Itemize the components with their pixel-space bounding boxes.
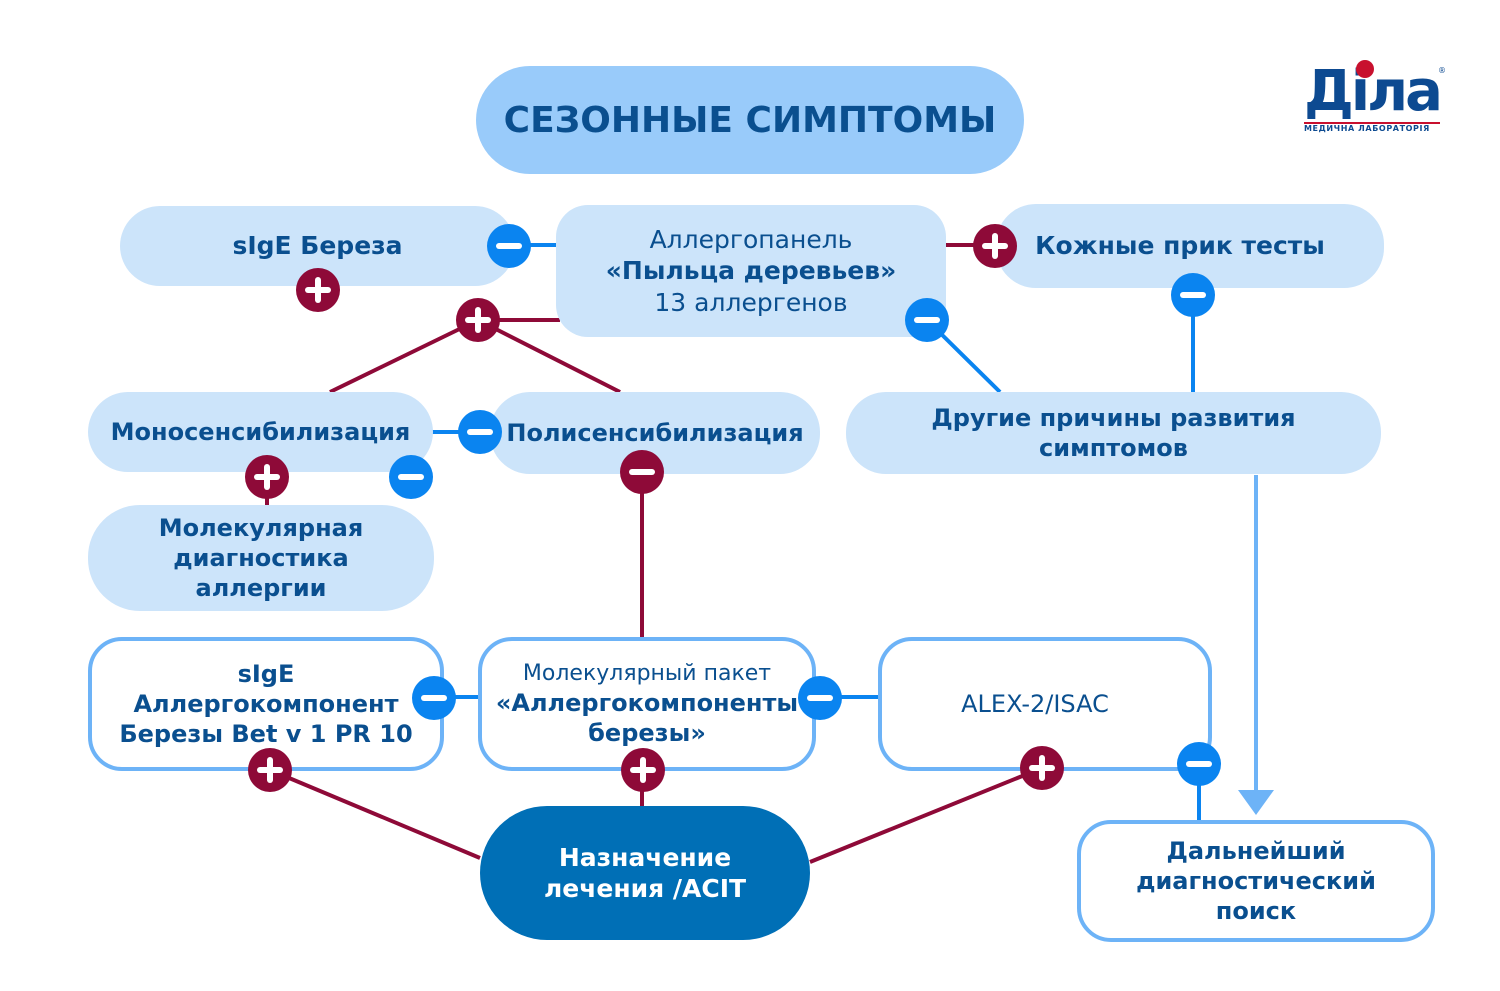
logo-subtitle: МЕДИЧНА ЛАБОРАТОРІЯ xyxy=(1304,124,1430,133)
node-further-search-line3: поиск xyxy=(1215,897,1297,925)
brand-logo: Діла ® МЕДИЧНА ЛАБОРАТОРІЯ xyxy=(1300,58,1446,138)
arrow-head-icon xyxy=(1238,790,1274,815)
node-molecular-diagnostics-line3: аллергии xyxy=(195,574,327,602)
minus-icon xyxy=(620,450,664,494)
node-skin-prick-tests-label: Кожные прик тесты xyxy=(1035,231,1325,261)
connector-split-to-mono xyxy=(329,318,479,394)
minus-icon xyxy=(1177,742,1221,786)
plus-icon xyxy=(245,455,289,499)
minus-icon xyxy=(798,676,842,720)
node-molecular-package-line3: березы» xyxy=(588,718,706,747)
connector-split-to-poly xyxy=(477,318,621,394)
diagram-title-text: СЕЗОННЫЕ СИМПТОМЫ xyxy=(503,99,997,141)
logo-divider xyxy=(1304,122,1440,124)
node-molecular-diagnostics: Молекулярная диагностика аллергии xyxy=(88,505,434,611)
minus-icon xyxy=(487,224,531,268)
node-monosensitization-label: Моносенсибилизация xyxy=(110,418,411,446)
logo-registered-mark: ® xyxy=(1438,66,1446,75)
connector-alex-to-treatment xyxy=(809,766,1043,864)
plus-icon xyxy=(973,224,1017,268)
node-sige-birch-label: sIgE Береза xyxy=(232,231,403,261)
node-polysensitization-label: Полисенсибилизация xyxy=(506,419,804,447)
node-sige-component-line3: Березы Bet v 1 PR 10 xyxy=(119,720,413,748)
plus-icon xyxy=(296,268,340,312)
node-allergopanel-line3: 13 аллергенов xyxy=(654,287,848,317)
connector-component-to-treatment xyxy=(269,768,481,860)
node-molecular-diagnostics-line2: диагностика xyxy=(173,544,349,572)
minus-icon xyxy=(458,410,502,454)
node-alex-isac-label: ALEX-2/ISAC xyxy=(961,690,1109,718)
node-sige-component-line2: Аллергокомпонент xyxy=(133,690,399,718)
node-allergopanel: Аллергопанель «Пыльца деревьев» 13 аллер… xyxy=(556,205,946,337)
node-further-search: Дальнейший диагностический поиск xyxy=(1077,820,1435,942)
plus-icon xyxy=(621,748,665,792)
node-molecular-package-line1: Молекулярный пакет xyxy=(522,661,772,687)
logo-dot-icon xyxy=(1356,60,1374,78)
minus-icon xyxy=(905,298,949,342)
plus-icon xyxy=(456,298,500,342)
node-treatment-line1: Назначение xyxy=(558,842,732,872)
node-treatment: Назначение лечения /ACIT xyxy=(480,806,810,940)
minus-icon xyxy=(389,455,433,499)
node-molecular-diagnostics-line1: Молекулярная xyxy=(158,514,364,542)
node-other-causes-line1: Другие причины развития xyxy=(931,404,1296,432)
node-molecular-package-line2: «Аллергокомпоненты xyxy=(495,688,799,717)
minus-icon xyxy=(1171,273,1215,317)
node-sige-component-line1: sIgE xyxy=(237,660,295,688)
minus-icon xyxy=(412,676,456,720)
node-allergopanel-line2: «Пыльца деревьев» xyxy=(605,256,897,286)
node-sige-component: sIgE Аллергокомпонент Березы Bet v 1 PR … xyxy=(88,637,444,771)
node-treatment-line2: лечения /ACIT xyxy=(543,874,747,903)
node-further-search-line1: Дальнейший xyxy=(1166,837,1346,865)
plus-icon xyxy=(1020,746,1064,790)
node-allergopanel-line1: Аллергопанель xyxy=(649,225,853,255)
diagram-title: СЕЗОННЫЕ СИМПТОМЫ xyxy=(476,66,1024,174)
node-other-causes-line2: симптомов xyxy=(1039,434,1188,462)
node-other-causes: Другие причины развития симптомов xyxy=(846,392,1381,474)
node-monosensitization: Моносенсибилизация xyxy=(88,392,433,472)
plus-icon xyxy=(248,748,292,792)
node-further-search-line2: диагностический xyxy=(1136,867,1376,895)
